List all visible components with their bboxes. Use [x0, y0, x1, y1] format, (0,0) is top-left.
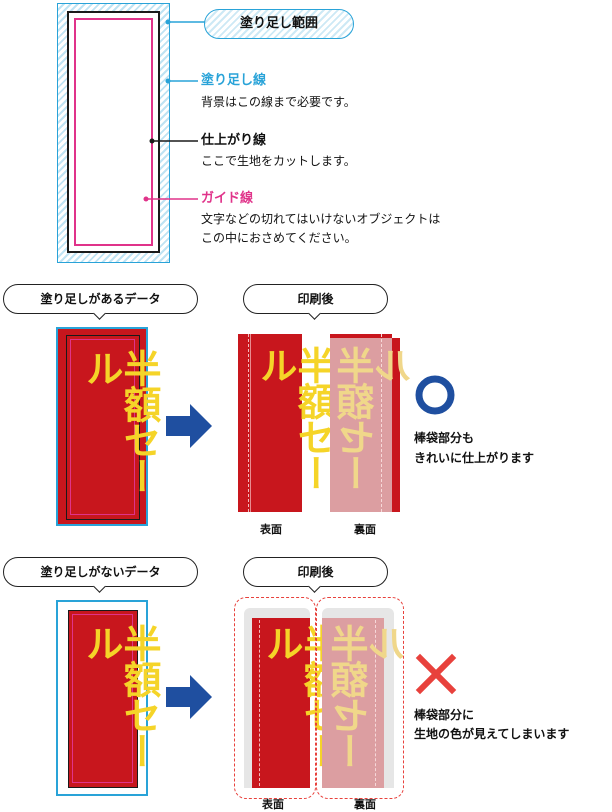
bleed-data-banner: 半額セール — [56, 327, 161, 526]
missing-bleed-highlight — [316, 597, 404, 799]
ng-result-line-2: 生地の色が見えてしまいます — [414, 727, 570, 741]
leader-lines — [143, 19, 205, 202]
bleed-line-desc: 背景はこの線まで必要です。 — [201, 95, 356, 109]
banner-text: 半額セール — [259, 624, 341, 768]
ok-result-line-1: 棒袋部分も — [414, 431, 475, 445]
trim-line-title: 仕上がり線 — [201, 133, 267, 148]
guide-line-desc-2: この中におさめてください。 — [201, 231, 357, 245]
guide-line-box — [74, 18, 153, 246]
trim-line-box — [67, 11, 160, 253]
trim-line-desc: ここで生地をカットします。 — [201, 154, 356, 168]
banner-text: 半額セール — [253, 346, 335, 490]
ng-result-line-1: 棒袋部分に — [414, 708, 475, 722]
back-label: 裏面 — [354, 798, 376, 811]
banner-text-mirrored: 半額セール — [337, 346, 419, 490]
guide-line-box — [72, 614, 133, 783]
banner-text: 半額セール — [79, 624, 161, 768]
ng-cross-icon — [415, 653, 457, 695]
bleed-area-diagram — [57, 3, 170, 263]
guide-line-title: ガイド線 — [201, 191, 254, 206]
printed-front-banner: 半額セール — [244, 608, 341, 788]
bleed-area-badge: 塗り足し範囲 — [204, 9, 354, 39]
printed-front-banner: 半額セール — [238, 334, 335, 512]
missing-bleed-highlight — [234, 597, 316, 799]
guide-line-desc-1: 文字などの切れてはいけないオブジェクトは — [201, 212, 441, 226]
no-bleed-printed-label: 印刷後 — [243, 557, 388, 587]
right-arrow-icon — [166, 675, 212, 719]
no-bleed-data-banner: 半額セール — [56, 600, 161, 796]
trim-line-box — [66, 335, 140, 520]
printed-back-banner: 半額セール — [322, 608, 413, 788]
front-label: 表面 — [260, 523, 282, 536]
front-label: 表面 — [262, 798, 284, 811]
right-arrow-icon — [166, 404, 212, 448]
back-label: 裏面 — [354, 523, 376, 536]
ok-circle-icon — [415, 375, 455, 415]
trim-line-box — [68, 610, 138, 788]
printed-back-banner: 半額セール — [330, 334, 419, 512]
banner-text: 半額セール — [79, 349, 161, 493]
ok-result-line-2: きれいに仕上がります — [414, 451, 535, 465]
bleed-line-title: 塗り足し線 — [201, 73, 267, 88]
guide-line-box — [70, 339, 135, 515]
